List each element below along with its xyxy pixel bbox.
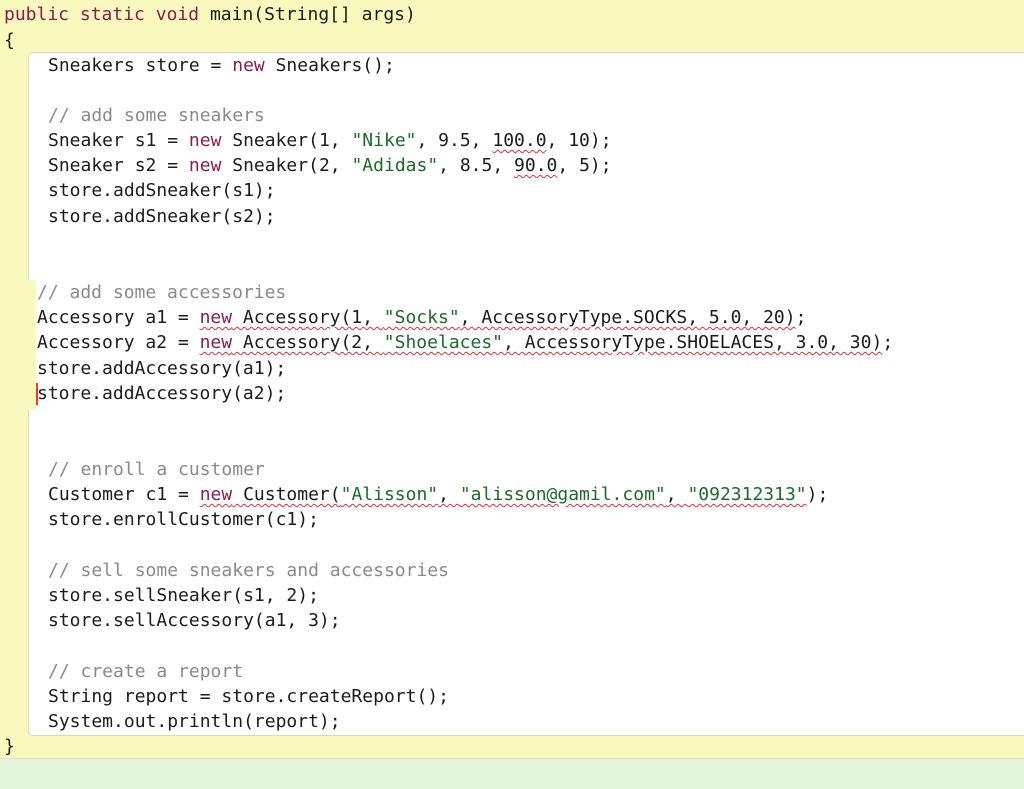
string-literal: "Socks" [383,307,460,328]
code-text: Sneakers(); [275,55,395,76]
code-text: Customer c1 = [48,484,200,505]
comment-line[interactable]: // enroll a customer [48,459,265,480]
code-text: main(String[] args) [209,4,416,25]
code-text: Accessory a1 = [37,307,200,328]
keyword: void [155,4,200,25]
method-signature[interactable]: public static void main(String[] args) [4,3,416,27]
string-literal: "Alisson" [340,484,439,505]
editor-footer-strip [0,758,1024,789]
code-text: , AccessoryType.SHOELACES, 3.0, 30) [503,332,883,353]
keyword: new [232,55,265,76]
code-text: , 10); [546,130,612,151]
keyword: new [188,155,222,176]
error-underline: new Accessory(2, "Shoelaces", AccessoryT… [200,332,883,353]
code-text: Customer( [232,484,341,505]
code-text: Accessory(2, [232,332,384,353]
string-literal: "Shoelaces" [383,332,504,353]
code-text: , 9.5, [416,130,493,151]
code-line[interactable]: store.addAccessory(a2); [37,383,287,404]
error-underline: new Accessory(1, "Socks", AccessoryType.… [200,307,796,328]
string-literal: "092312313" [687,484,807,505]
string-literal: "alisson@gamil.com" [459,484,666,505]
code-line[interactable]: store.sellSneaker(s1, 2); [48,585,319,606]
warning-underline: 90.0 [514,155,558,176]
keyword: static [79,4,145,25]
code-text: , 8.5, [438,155,515,176]
keyword: new [199,307,233,328]
code-text: ; [795,307,807,328]
string-literal: "Adidas" [351,155,439,176]
code-line[interactable]: String report = store.createReport(); [48,686,449,707]
comment-line[interactable]: // add some accessories [37,282,287,303]
code-text: Sneakers store = [48,55,233,76]
code-line[interactable]: Sneaker s2 = new Sneaker(2, "Adidas", 8.… [48,154,612,178]
code-text: ); [806,484,829,505]
comment-line[interactable]: // add some sneakers [48,105,265,126]
code-line[interactable]: store.enrollCustomer(c1); [48,509,319,530]
code-line[interactable]: Sneakers store = new Sneakers(); [48,54,395,78]
code-line[interactable]: Customer c1 = new Customer("Alisson", "a… [48,483,828,507]
keyword: new [188,130,222,151]
method-body-block [28,52,1024,736]
code-line[interactable]: Accessory a2 = new Accessory(2, "Shoelac… [37,331,893,355]
comment-line[interactable]: // sell some sneakers and accessories [48,560,449,581]
string-literal: "Nike" [351,130,417,151]
code-line[interactable]: Accessory a1 = new Accessory(1, "Socks",… [37,306,806,330]
code-text: , 5); [557,155,612,176]
keyword: new [199,332,233,353]
code-text: ; [882,332,894,353]
error-underline: new Customer("Alisson", "alisson@gamil.c… [200,484,807,505]
warning-underline: 100.0 [492,130,547,151]
open-brace[interactable]: { [4,30,15,51]
code-text: Accessory(1, [232,307,384,328]
text-cursor [36,383,38,405]
code-text: Accessory a2 = [37,332,200,353]
code-line[interactable]: store.addSneaker(s1); [48,180,276,201]
close-brace[interactable]: } [4,736,15,757]
code-line[interactable]: store.addAccessory(a1); [37,358,287,379]
code-text: Sneaker(1, [232,130,352,151]
keyword: public [4,4,70,25]
code-line[interactable]: store.addSneaker(s2); [48,206,276,227]
comment-line[interactable]: // create a report [48,661,244,682]
code-text: Sneaker(2, [232,155,352,176]
code-line[interactable]: Sneaker s1 = new Sneaker(1, "Nike", 9.5,… [48,129,612,153]
code-text: , [438,484,460,505]
outdent-indicator [28,280,36,410]
code-text: Sneaker s1 = [48,130,189,151]
keyword: new [199,484,233,505]
code-text: , [665,484,688,505]
code-line[interactable]: System.out.println(report); [48,711,341,732]
code-text: , AccessoryType.SOCKS, 5.0, 20) [459,307,796,328]
code-text: Sneaker s2 = [48,155,189,176]
code-line[interactable]: store.sellAccessory(a1, 3); [48,610,341,631]
